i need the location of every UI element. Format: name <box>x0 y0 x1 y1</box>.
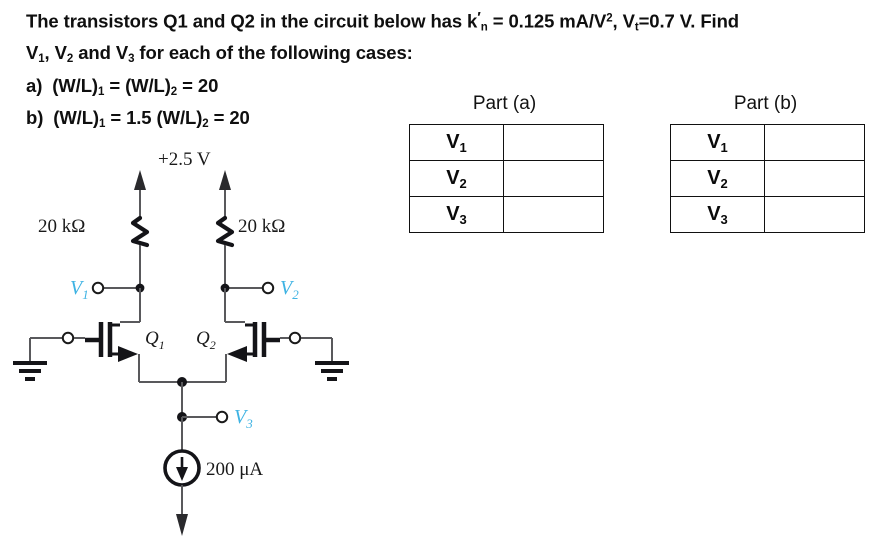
v2-letter: V <box>707 166 721 189</box>
row-label-v1: V1 <box>670 124 765 161</box>
ground-symbol-left <box>13 361 47 381</box>
part-a-answer-table: V1 V2 V3 <box>409 124 604 233</box>
row-label-v2: V2 <box>409 160 504 197</box>
common-source-rail <box>139 377 226 417</box>
statement-line1-part-c: , V <box>612 10 635 32</box>
case-a-marker: a) <box>26 74 43 96</box>
source-arrow-q2 <box>227 346 247 362</box>
node-v1 <box>91 281 145 295</box>
v1-letter: V <box>707 130 721 153</box>
v1-index: 1 <box>459 139 467 155</box>
statement-line-2: V1, V2 and V3 for each of the following … <box>26 40 866 72</box>
row-label-v3: V3 <box>670 196 765 233</box>
current-source-label: 200 μA <box>206 459 263 480</box>
case-a-part-a: (W/L) <box>52 74 98 96</box>
case-b-part-a: (W/L) <box>53 106 99 128</box>
part-b-caption: Part (b) <box>733 93 798 114</box>
resistor-left <box>130 190 150 288</box>
answer-cell-v2-part-a[interactable] <box>503 160 604 197</box>
statement-line2-part-b: , V <box>44 42 67 64</box>
resistor-left-label: 20 kΩ <box>38 216 85 237</box>
table-row: V2 <box>409 160 604 197</box>
table-row: V2 <box>670 160 865 197</box>
row-label-v2: V2 <box>670 160 765 197</box>
part-a-caption: Part (a) <box>472 93 537 114</box>
answer-cell-v1-part-a[interactable] <box>503 124 604 161</box>
v2-index: 2 <box>720 175 728 191</box>
terminal-gate-right <box>288 331 302 345</box>
vt-subscript-t: t <box>634 21 639 34</box>
supply-voltage-label: +2.5 V <box>158 149 211 170</box>
answer-cell-v3-part-a[interactable] <box>503 196 604 233</box>
gate-wire-right <box>280 331 333 363</box>
terminal-gate-left <box>61 331 75 345</box>
resistor-right-label: 20 kΩ <box>238 216 285 237</box>
node-v1-label: V1 <box>70 277 89 302</box>
case-b-part-b: = 1.5 (W/L) <box>105 106 203 128</box>
part-b-answer-table: V1 V2 V3 <box>670 124 865 233</box>
statement-line-3: a) (W/L)1 = (W/L)2 = 20 <box>26 73 866 105</box>
terminal-v1 <box>91 281 105 295</box>
statement-line-1: The transistors Q1 and Q2 in the circuit… <box>26 5 866 40</box>
node-v3-label: V3 <box>234 406 253 431</box>
current-direction-arrow <box>176 467 188 481</box>
case-b-part-c: = 20 <box>208 106 250 128</box>
row-label-v3: V3 <box>409 196 504 233</box>
v3-letter: V <box>446 202 460 225</box>
statement-line2-part-c: and V <box>73 42 129 64</box>
ground-symbol-right <box>315 361 349 381</box>
table-row: V3 <box>409 196 604 233</box>
case-a-part-b: = (W/L) <box>104 74 171 96</box>
v1-subscript: 1 <box>38 53 45 66</box>
statement-line-4: b) (W/L)1 = 1.5 (W/L)2 = 20 <box>26 105 866 137</box>
transistor-q1 <box>85 322 140 382</box>
v3-index: 3 <box>720 211 728 227</box>
circuit-diagram: +2.5 V 20 kΩ 20 kΩ V1 V2 <box>13 149 349 536</box>
terminal-v2 <box>261 281 275 295</box>
case-b-marker: b) <box>26 106 44 128</box>
v-squared-exponent: 2 <box>606 12 613 25</box>
negative-supply-arrow <box>176 485 188 536</box>
gate-wire-left <box>29 331 85 363</box>
case-a-sub1: 1 <box>97 85 105 98</box>
k-subscript-n: n <box>480 21 488 34</box>
terminal-v3 <box>215 410 229 424</box>
statement-line2-part-d: for each of the following cases: <box>134 42 413 64</box>
answer-cell-v3-part-b[interactable] <box>764 196 865 233</box>
transistor-q2 <box>225 322 280 382</box>
v3-letter: V <box>707 202 721 225</box>
problem-statement: The transistors Q1 and Q2 in the circuit… <box>26 5 866 137</box>
node-v3 <box>177 410 229 424</box>
answer-cell-v1-part-b[interactable] <box>764 124 865 161</box>
statement-line2-part-a: V <box>26 42 39 64</box>
current-source-symbol <box>163 449 201 487</box>
v3-index: 3 <box>459 211 467 227</box>
case-b-sub2: 2 <box>202 118 209 131</box>
source-arrow-q1 <box>118 346 138 362</box>
statement-line1-part-d: =0.7 V. Find <box>638 10 740 32</box>
k-prime-symbol: ′ <box>477 9 481 26</box>
case-a-part-c: = 20 <box>177 74 219 96</box>
v2-subscript: 2 <box>66 53 74 66</box>
node-v2 <box>220 281 275 295</box>
row-label-v1: V1 <box>409 124 504 161</box>
statement-line1-part-b: = 0.125 mA/V <box>487 10 607 32</box>
case-a-sub2: 2 <box>170 85 178 98</box>
answer-cell-v2-part-b[interactable] <box>764 160 865 197</box>
v3-subscript: 3 <box>128 53 135 66</box>
transistor-q1-label: Q1 <box>145 328 165 352</box>
resistor-right <box>215 190 235 288</box>
table-row: V1 <box>409 124 604 161</box>
table-row: V1 <box>670 124 865 161</box>
node-v2-label: V2 <box>280 277 299 302</box>
v2-index: 2 <box>459 175 467 191</box>
v1-index: 1 <box>720 139 728 155</box>
statement-line1-part-a: The transistors Q1 and Q2 in the circuit… <box>26 10 478 32</box>
table-row: V3 <box>670 196 865 233</box>
v1-letter: V <box>446 130 460 153</box>
case-b-sub1: 1 <box>99 118 106 131</box>
v2-letter: V <box>446 166 460 189</box>
transistor-q2-label: Q2 <box>196 328 216 352</box>
